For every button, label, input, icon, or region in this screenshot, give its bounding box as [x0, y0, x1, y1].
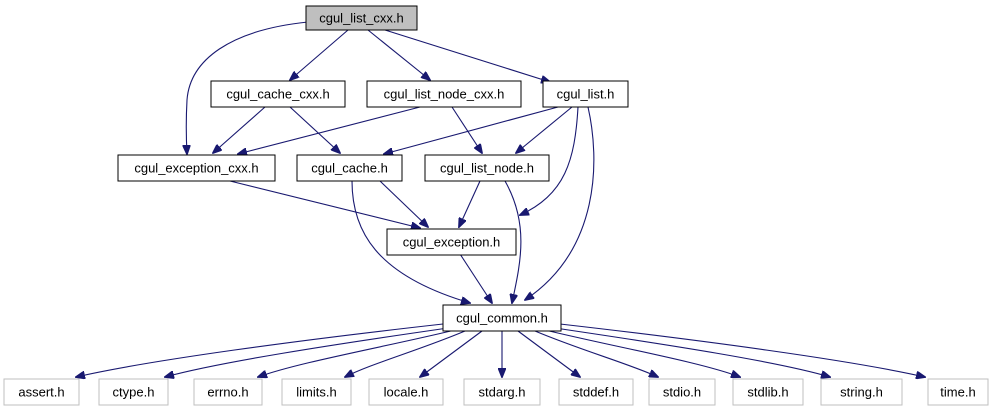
- edge-common-to-string: [554, 327, 830, 377]
- node-label: cgul_list.h: [557, 87, 615, 102]
- edge-common-to-assert: [76, 323, 444, 377]
- edge-list-node-to-common: [504, 180, 522, 303]
- edge-cache-cxx-to-cache: [289, 106, 340, 153]
- node-cgul-list-node-cxx[interactable]: cgul_list_node_cxx.h: [366, 80, 522, 108]
- node-stddef[interactable]: stddef.h: [558, 378, 634, 406]
- node-cgul-cache-cxx[interactable]: cgul_cache_cxx.h: [210, 80, 346, 108]
- node-label: stddef.h: [573, 385, 619, 400]
- node-stdio[interactable]: stdio.h: [648, 378, 716, 406]
- nodes: cgul_list_cxx.h cgul_cache_cxx.h cgul_li…: [3, 5, 989, 406]
- node-label: limits.h: [296, 385, 336, 400]
- node-label: assert.h: [18, 385, 64, 400]
- edge-list-node-cxx-to-list-node: [451, 106, 482, 153]
- node-cgul-cache[interactable]: cgul_cache.h: [296, 154, 403, 182]
- edge-root-to-cache-cxx: [290, 29, 349, 80]
- node-cgul-common[interactable]: cgul_common.h: [442, 304, 562, 332]
- node-locale[interactable]: locale.h: [368, 378, 444, 406]
- node-label: time.h: [940, 385, 975, 400]
- node-stdlib[interactable]: stdlib.h: [732, 378, 804, 406]
- edge-common-to-stddef: [517, 330, 580, 377]
- edge-common-to-errno: [258, 329, 456, 377]
- edge-root-to-list: [384, 29, 550, 82]
- edge-common-to-stdlib: [544, 329, 740, 377]
- node-label: ctype.h: [113, 385, 155, 400]
- node-cgul-exception[interactable]: cgul_exception.h: [386, 228, 517, 256]
- node-cgul-list-node[interactable]: cgul_list_node.h: [424, 154, 550, 182]
- edge-cache-to-exception: [379, 180, 428, 227]
- edge-list-node-cxx-to-exception-cxx: [238, 106, 421, 154]
- node-label: cgul_list_node_cxx.h: [384, 87, 505, 102]
- node-label: cgul_common.h: [456, 311, 548, 326]
- node-cgul-list-cxx[interactable]: cgul_list_cxx.h: [305, 5, 418, 31]
- edge-cache-cxx-to-exception-cxx: [213, 106, 266, 153]
- node-time[interactable]: time.h: [927, 378, 989, 406]
- node-errno[interactable]: errno.h: [193, 378, 263, 406]
- node-label: cgul_cache_cxx.h: [226, 87, 329, 102]
- edge-cache-to-common: [351, 180, 470, 303]
- node-assert[interactable]: assert.h: [3, 378, 80, 406]
- edge-exception-cxx-to-exception: [229, 180, 420, 228]
- edge-common-to-limits: [345, 330, 466, 377]
- edge-list-to-common: [525, 106, 595, 300]
- node-label: cgul_exception_cxx.h: [134, 161, 258, 176]
- edge-list-to-exception: [520, 106, 579, 215]
- node-label: cgul_cache.h: [311, 161, 388, 176]
- node-limits[interactable]: limits.h: [281, 378, 352, 406]
- edge-common-to-stdio: [534, 330, 658, 377]
- node-label: stdarg.h: [479, 385, 526, 400]
- edge-list-to-cache: [384, 106, 559, 154]
- edge-list-node-to-exception: [459, 180, 481, 227]
- node-label: string.h: [840, 385, 883, 400]
- node-label: cgul_list_cxx.h: [319, 11, 404, 26]
- node-label: cgul_exception.h: [403, 235, 501, 250]
- node-cgul-exception-cxx[interactable]: cgul_exception_cxx.h: [117, 154, 276, 182]
- node-label: locale.h: [384, 385, 429, 400]
- node-cgul-list[interactable]: cgul_list.h: [542, 80, 629, 108]
- edge-common-to-ctype: [165, 327, 449, 377]
- edge-common-to-locale: [420, 330, 483, 377]
- node-label: stdio.h: [663, 385, 701, 400]
- edge-root-to-exception-cxx: [186, 21, 309, 154]
- edge-common-to-time: [559, 323, 925, 377]
- edge-exception-to-common: [459, 253, 492, 303]
- edge-list-to-list-node: [516, 106, 573, 153]
- node-ctype[interactable]: ctype.h: [98, 378, 169, 406]
- node-string[interactable]: string.h: [820, 378, 903, 406]
- node-label: cgul_list_node.h: [440, 161, 534, 176]
- node-stdarg[interactable]: stdarg.h: [463, 378, 541, 406]
- edges: [76, 21, 925, 377]
- edge-root-to-list-node-cxx: [367, 29, 430, 80]
- node-label: errno.h: [207, 385, 248, 400]
- node-label: stdlib.h: [747, 385, 788, 400]
